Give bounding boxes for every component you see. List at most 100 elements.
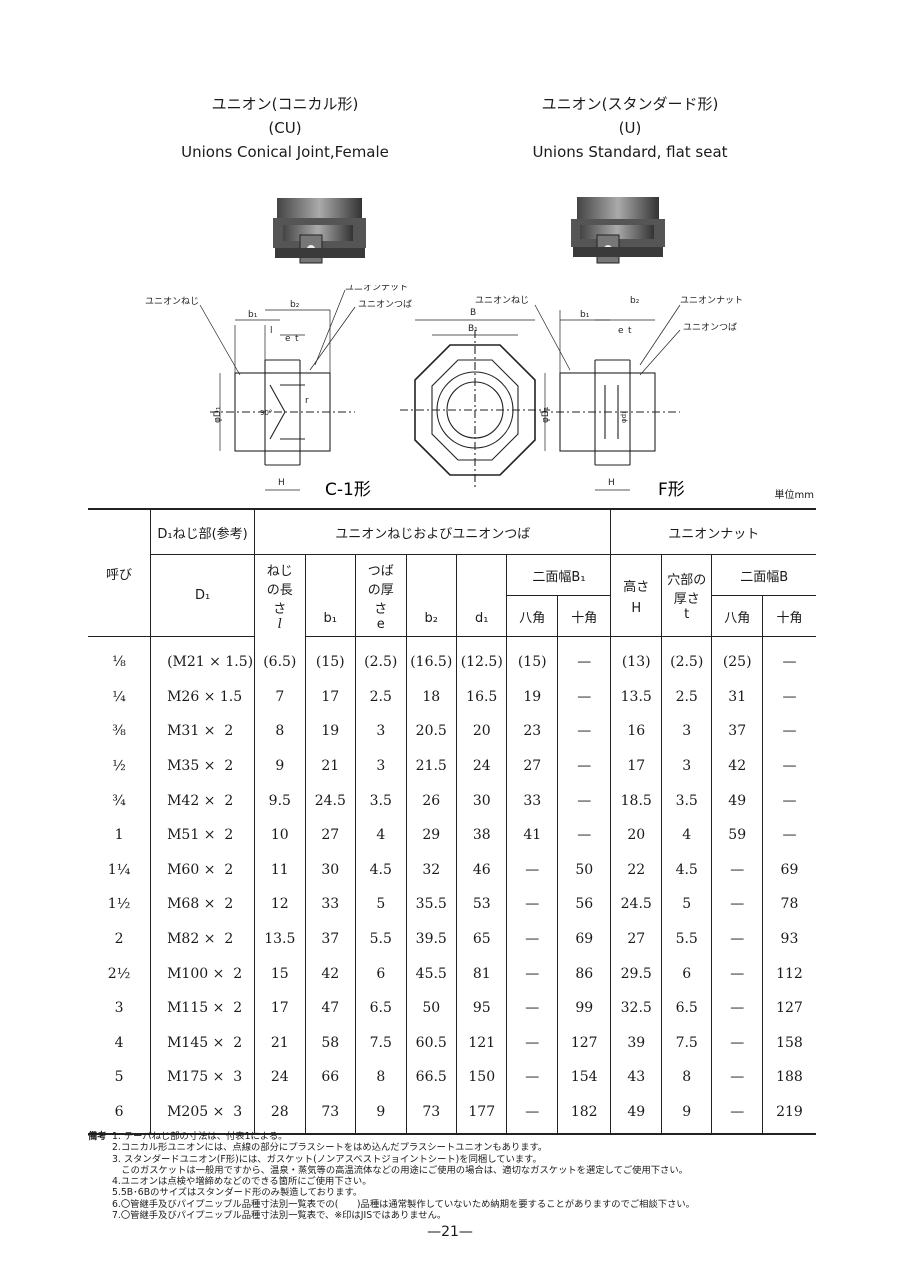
cell-d1-thread: M51 × 2 <box>150 817 256 853</box>
table-cell: 49 <box>711 783 763 818</box>
table-cell: 31 <box>711 679 763 715</box>
table-cell: — <box>761 748 816 784</box>
table-cell: 5.5 <box>660 921 713 957</box>
note-line: 2.コニカル形ユニオンには、点線の部分にプラスシートをはめ込んだプラスシートユニ… <box>112 1142 548 1154</box>
cell-nominal: 5 <box>88 1060 152 1095</box>
table-cell: 19 <box>304 714 357 749</box>
table-cell: 73 <box>405 1094 458 1136</box>
f-dim-e: e <box>618 326 624 336</box>
table-cell: — <box>711 956 763 991</box>
table-cell: 73 <box>304 1094 357 1136</box>
cell-d1-thread: M26 × 1.5 <box>150 679 256 715</box>
cell-nominal: 1¼ <box>88 852 152 888</box>
cell-d1-thread: M82 × 2 <box>150 921 256 957</box>
table-cell: 45.5 <box>405 956 458 991</box>
th-d1: D₁ <box>150 554 256 637</box>
table-cell: 150 <box>455 1060 508 1095</box>
table-cell: 42 <box>711 748 763 784</box>
cell-d1-thread: M145 × 2 <box>150 1025 256 1061</box>
table-cell: (15) <box>506 636 558 680</box>
c1-callout-union-screw: ユニオンねじ <box>145 296 199 307</box>
table-cell: — <box>506 956 558 991</box>
table-cell: 50 <box>405 990 458 1026</box>
f-callout-union-nut: ユニオンナット <box>680 295 743 306</box>
table-cell: 16.5 <box>455 679 508 715</box>
front-dim-B: B <box>470 308 476 318</box>
th-e: e <box>376 616 385 632</box>
unit-label: 単位mm <box>774 490 814 501</box>
cell-d1-thread: M115 × 2 <box>150 990 256 1026</box>
table-cell: 3 <box>355 714 407 749</box>
table-cell: — <box>556 679 612 715</box>
header-standard: ユニオン(スタンダード形) (U) Unions Standard, flat … <box>505 92 755 164</box>
table-cell: 66.5 <box>405 1060 458 1095</box>
th-union-group: ユニオンねじおよびユニオンつば <box>254 508 612 555</box>
c1-dim-e: e <box>285 334 291 344</box>
table-cell: 20 <box>610 817 662 853</box>
table-cell: 3.5 <box>660 783 713 818</box>
table-cell: 35.5 <box>405 887 458 922</box>
table-cell: 24.5 <box>610 887 662 922</box>
table-cell: 28 <box>254 1094 306 1136</box>
c1-callout-union-flange: ユニオンつば <box>358 299 412 310</box>
table-cell: 41 <box>506 817 558 853</box>
cell-d1-thread: M68 × 2 <box>150 887 256 922</box>
table-cell: 121 <box>455 1025 508 1061</box>
note-line: 4.ユニオンは点検や増締めなどのできる箇所にご使用下さい。 <box>112 1176 372 1188</box>
cell-nominal: 1 <box>88 817 152 853</box>
table-cell: — <box>556 783 612 818</box>
cell-nominal: 6 <box>88 1094 152 1136</box>
table-cell: 24 <box>254 1060 306 1095</box>
cell-nominal: ⅛ <box>88 636 152 680</box>
table-cell: 22 <box>610 852 662 888</box>
table-cell: 3.5 <box>355 783 407 818</box>
table-cell: — <box>506 1060 558 1095</box>
table-cell: 127 <box>556 1025 612 1061</box>
table-row: ⅛(M21 × 1.5)(6.5)(15)(2.5)(16.5)(12.5)(1… <box>88 636 816 680</box>
cell-nominal: 4 <box>88 1025 152 1061</box>
table-cell: 69 <box>556 921 612 957</box>
table-cell: 154 <box>556 1060 612 1095</box>
table-cell: 9 <box>355 1094 407 1136</box>
table-cell: 8 <box>355 1060 407 1095</box>
conical-union-photo <box>273 198 366 264</box>
table-cell: 37 <box>711 714 763 749</box>
f-dim-b1: b₁ <box>580 310 590 320</box>
f-dim-b2: b₂ <box>630 296 640 306</box>
c1-dim-b2: b₂ <box>290 300 300 310</box>
header-standard-en: Unions Standard, flat seat <box>532 143 728 161</box>
table-cell: 3 <box>355 748 407 784</box>
table-cell: — <box>711 1060 763 1095</box>
table-cell: (6.5) <box>254 636 306 680</box>
cell-d1-thread: (M21 × 1.5) <box>150 636 256 680</box>
th-b-dec: 十角 <box>761 595 816 637</box>
table-cell: 58 <box>304 1025 357 1061</box>
standard-union-photo <box>571 197 665 264</box>
table-cell: 6 <box>660 956 713 991</box>
table-cell: (2.5) <box>355 636 407 680</box>
table-cell: — <box>506 1025 558 1061</box>
table-cell: 46 <box>455 852 508 888</box>
c1-callout-union-nut: ユニオンナット <box>345 285 408 293</box>
table-cell: — <box>761 783 816 818</box>
table-cell: 21 <box>254 1025 306 1061</box>
table-cell: 19 <box>506 679 558 715</box>
front-dim-B1: B₁ <box>468 324 478 334</box>
table-cell: 39.5 <box>405 921 458 957</box>
table-cell: — <box>506 990 558 1026</box>
cell-nominal: 1½ <box>88 887 152 922</box>
table-cell: 60.5 <box>405 1025 458 1061</box>
note-line: 1. テーパねじ部の寸法は、付表1による。 <box>112 1131 288 1142</box>
f-section-view <box>534 304 681 491</box>
table-cell: (2.5) <box>660 636 713 680</box>
c1-dim-H: H <box>278 478 285 488</box>
table-cell: 33 <box>304 887 357 922</box>
